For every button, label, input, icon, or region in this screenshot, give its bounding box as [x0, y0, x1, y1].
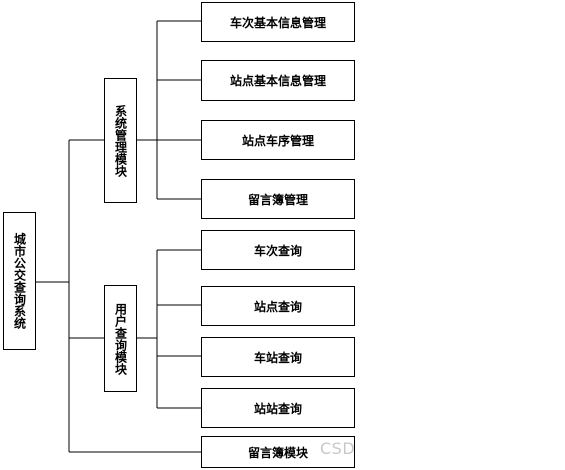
watermark-text: CSD [320, 439, 356, 458]
group-node-user-query: 用户查询模块 [104, 285, 137, 392]
leaf-node: 车次查询 [201, 230, 355, 270]
leaf-node: 车站查询 [201, 337, 355, 377]
leaf-node: 留言簿管理 [201, 179, 355, 219]
root-node: 城市公交查询系统 [3, 212, 36, 350]
leaf-node: 站点查询 [201, 286, 355, 326]
leaf-node: 站站查询 [201, 388, 355, 428]
group-node-system-management: 系统管理模块 [104, 78, 137, 203]
leaf-node: 车次基本信息管理 [201, 2, 355, 42]
leaf-node: 站点车序管理 [201, 120, 355, 160]
leaf-node: 站点基本信息管理 [201, 60, 355, 101]
standalone-node: 留言簿模块 [201, 436, 355, 468]
